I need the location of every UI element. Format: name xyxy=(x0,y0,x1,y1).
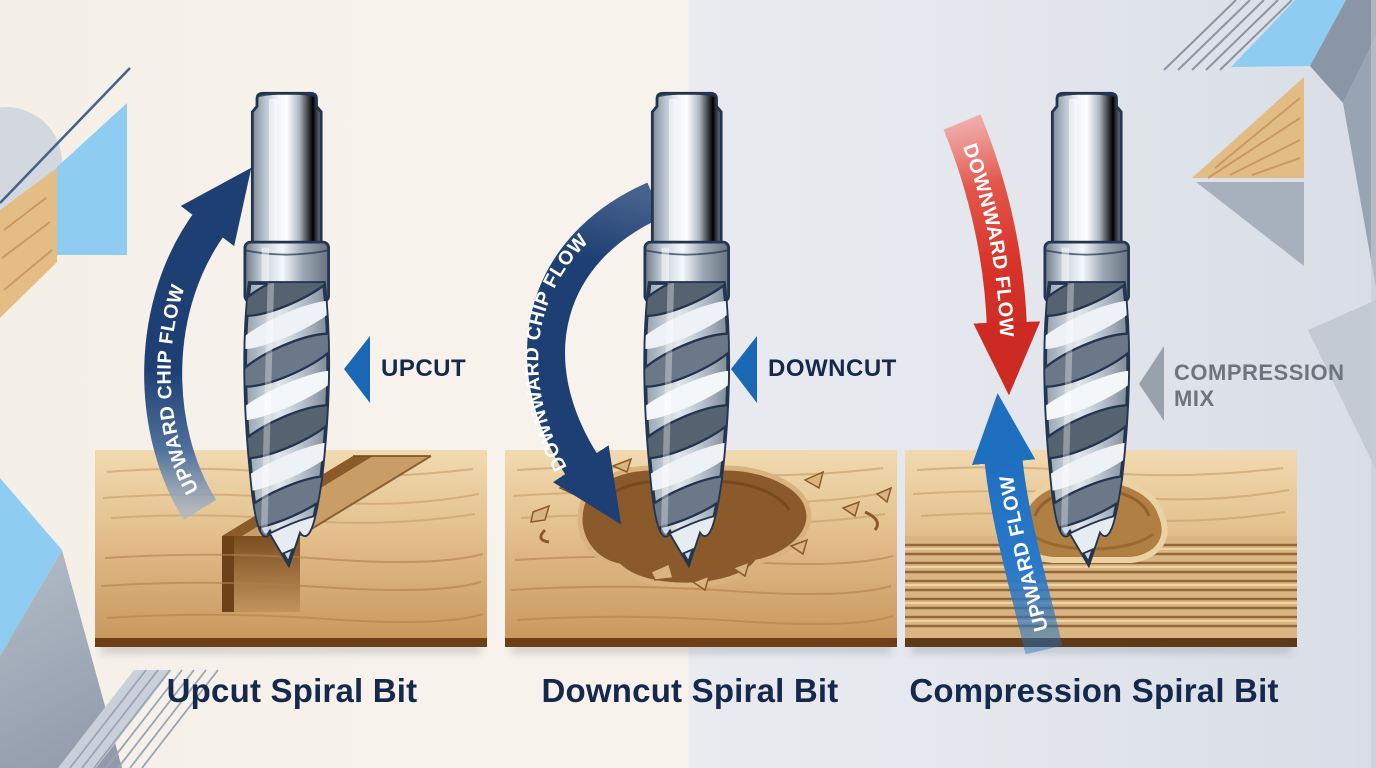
downward-flow-arrow-red: DOWNWARD FLOW xyxy=(943,114,1041,396)
decor-bottom-left xyxy=(0,478,219,768)
compression-tag-line1: COMPRESSION xyxy=(1174,360,1345,385)
upcut-tag-triangle-icon xyxy=(344,336,370,403)
right-edge-line xyxy=(1371,0,1376,768)
downcut-panel-title: Downcut Spiral Bit xyxy=(541,672,839,709)
downcut-tag-triangle-icon xyxy=(731,336,757,403)
compression-tag-triangle-icon xyxy=(1139,346,1164,421)
upcut-tag-label: UPCUT xyxy=(381,355,467,382)
compression-tag-line2: MIX xyxy=(1174,386,1215,411)
compression-panel-title: Compression Spiral Bit xyxy=(909,672,1279,709)
upcut-panel-title: Upcut Spiral Bit xyxy=(166,672,418,709)
decor-top-left xyxy=(0,67,131,318)
decor-top-right xyxy=(1163,0,1376,470)
compression-tag-label: COMPRESSION MIX xyxy=(1174,360,1345,412)
downcut-tag-label: DOWNCUT xyxy=(768,355,897,382)
downward-chip-flow-arrow: DOWNWARD CHIP FLOW xyxy=(521,182,663,525)
